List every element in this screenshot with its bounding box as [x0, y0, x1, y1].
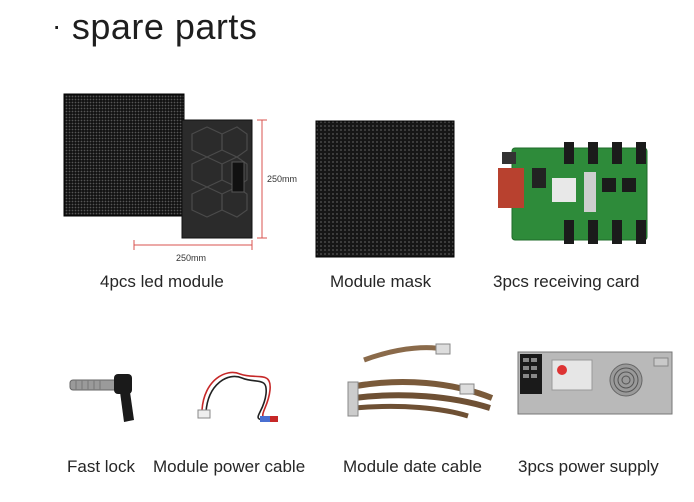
receiving-card-icon [498, 142, 648, 244]
led-module-image [62, 92, 307, 252]
title-bullet: · [52, 10, 62, 41]
fast-lock-image [66, 368, 138, 426]
module-mask-image [315, 120, 455, 260]
caption-led-module: 4pcs led module [100, 272, 224, 291]
caption-module-mask: Module mask [330, 272, 432, 291]
fast-lock-icon [69, 374, 134, 422]
power-supply-image [516, 350, 674, 416]
caption-module-date-cable: Module date cable [343, 457, 482, 476]
led-module-icon [63, 93, 267, 250]
power-supply-icon [517, 351, 673, 415]
power-cable-icon [197, 371, 278, 422]
caption-receiving-card: 3pcs receiving card [493, 272, 640, 291]
caption-fast-lock: Fast lock [67, 457, 136, 476]
width-dimension-label: 250mm [176, 253, 207, 263]
module-mask-icon [315, 120, 455, 258]
data-cable-icon [347, 343, 494, 419]
caption-module-power-cable: Module power cable [153, 457, 306, 476]
receiving-card-image [492, 138, 664, 250]
title-text: spare parts [71, 6, 258, 47]
page-title: · spare parts [52, 6, 257, 48]
data-cable-image [342, 342, 500, 428]
caption-power-supply: 3pcs power supply [518, 457, 659, 476]
power-cable-image [196, 360, 280, 426]
height-dimension-label: 250mm [267, 174, 298, 184]
